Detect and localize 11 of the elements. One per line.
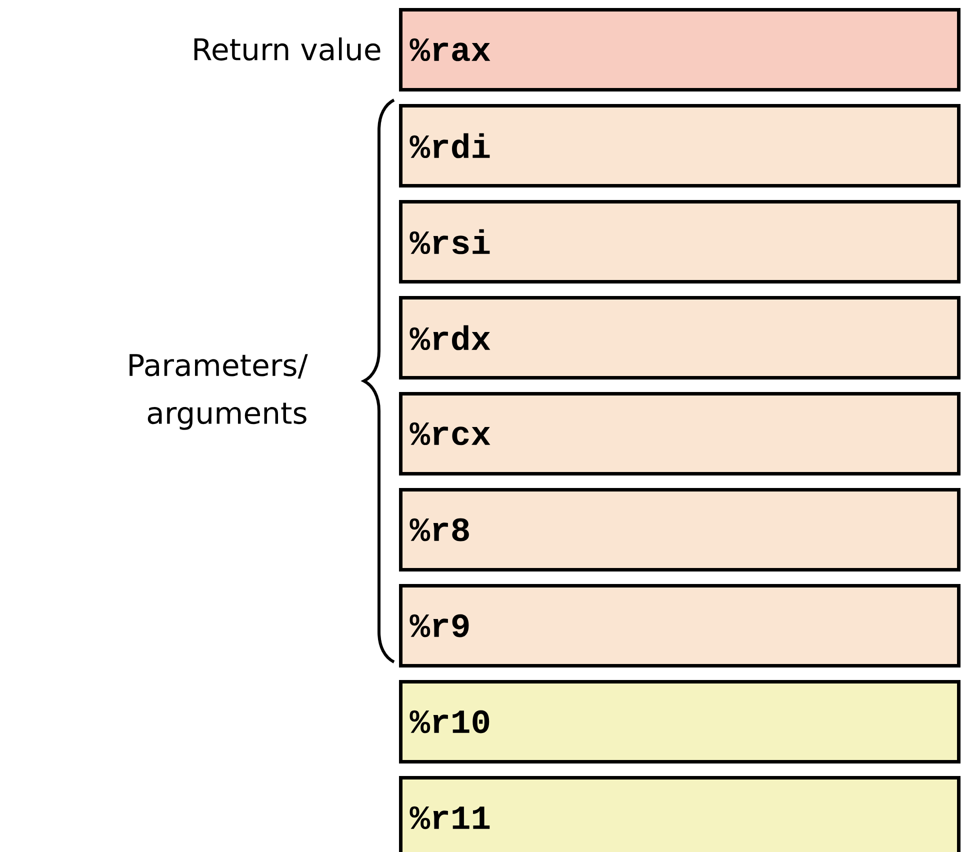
side-label: Return value bbox=[194, 37, 380, 61]
register-box: %r10 bbox=[399, 680, 960, 764]
register-box: %rsi bbox=[399, 200, 960, 284]
register-box: %rcx bbox=[399, 392, 960, 476]
register-box: %rax bbox=[399, 8, 960, 92]
register-box: %r9 bbox=[399, 584, 960, 668]
register-box: %r8 bbox=[399, 488, 960, 572]
register-box: %rdi bbox=[399, 104, 960, 188]
side-label: Parameters/ arguments bbox=[130, 354, 308, 430]
register-box: %r11 bbox=[399, 776, 960, 852]
register-box: %rdx bbox=[399, 296, 960, 380]
